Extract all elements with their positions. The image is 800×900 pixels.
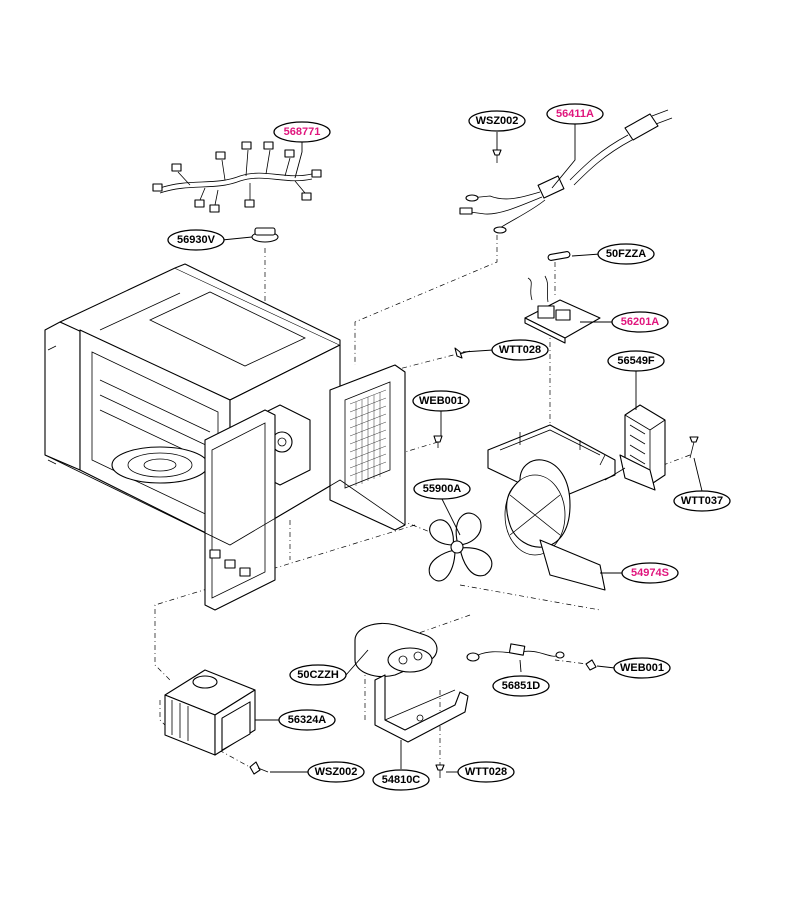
- part-number-label: WEB001: [620, 662, 664, 674]
- callout-wsz002-lower: WSZ002: [307, 761, 365, 783]
- part-number-label: 56324A: [288, 714, 327, 726]
- part-number-label: 56549F: [617, 355, 655, 367]
- callout-wtt037: WTT037: [673, 490, 731, 512]
- part-number-label: 54974S: [631, 567, 669, 579]
- hv-capacitor: [354, 622, 438, 678]
- callout-56851d: 56851D: [492, 675, 550, 697]
- screw-web001-mid: [433, 435, 443, 448]
- part-number-label: WEB001: [419, 395, 463, 407]
- capacitor-bracket: [374, 674, 469, 743]
- callout-wtt028-lower: WTT028: [457, 761, 515, 783]
- part-number-label: WTT037: [681, 495, 723, 507]
- hv-wire: [466, 643, 565, 662]
- part-number-label: 55900A: [423, 483, 462, 495]
- fan-duct-bracket: [487, 424, 616, 591]
- callout-wtt028-upper: WTT028: [491, 339, 549, 361]
- callout-54810c: 54810C: [372, 769, 430, 791]
- part-number-label: WSZ002: [315, 766, 358, 778]
- fan-motor: [604, 404, 666, 491]
- callout-55900a: 55900A: [413, 478, 471, 500]
- callout-54974s: 54974S: [621, 562, 679, 584]
- power-cord: [459, 109, 673, 234]
- part-number-label: 56201A: [621, 316, 660, 328]
- screw-wsz002-lower: [249, 761, 269, 775]
- callout-56201a: 56201A: [611, 311, 669, 333]
- part-number-label: 56411A: [556, 108, 594, 120]
- noise-filter-board: [524, 275, 601, 344]
- screw-wtt028-upper: [454, 347, 471, 359]
- part-number-label: WTT028: [499, 344, 541, 356]
- oven-cavity: [44, 263, 406, 611]
- part-callouts: 568771 56930V WSZ002 56411A 50FZZA 56201…: [167, 103, 731, 791]
- callout-web001-lower: WEB001: [613, 657, 671, 679]
- callout-web001-mid: WEB001: [412, 390, 470, 412]
- callout-56549f: 56549F: [607, 350, 665, 372]
- part-number-label: WSZ002: [476, 115, 519, 127]
- callout-50fzza: 50FZZA: [597, 243, 655, 265]
- part-number-label: 50FZZA: [606, 248, 646, 260]
- callout-56324a: 56324A: [278, 709, 336, 731]
- part-number-label: 54810C: [382, 774, 421, 786]
- leader-lines: [221, 114, 703, 773]
- fan-blade: [428, 512, 493, 582]
- callout-50czzh: 50CZZH: [289, 664, 347, 686]
- screw-top: [492, 149, 502, 163]
- wire-harness: [152, 141, 322, 213]
- callout-568771: 568771: [273, 121, 331, 143]
- part-number-label: 56930V: [177, 234, 216, 246]
- fuse: [547, 251, 571, 261]
- callout-wsz002-top: WSZ002: [468, 110, 526, 132]
- part-number-label: 56851D: [502, 680, 541, 692]
- part-number-label: 50CZZH: [297, 669, 339, 681]
- part-number-label: 568771: [284, 126, 321, 138]
- magnetron: [164, 669, 256, 756]
- screw-web001-lower: [585, 659, 597, 671]
- callout-56930v: 56930V: [167, 229, 225, 251]
- callout-56411a: 56411A: [546, 103, 604, 125]
- screw-wtt028-lower: [435, 764, 445, 778]
- thermostat: [251, 227, 279, 243]
- part-number-label: WTT028: [465, 766, 507, 778]
- screw-wtt037: [689, 436, 699, 459]
